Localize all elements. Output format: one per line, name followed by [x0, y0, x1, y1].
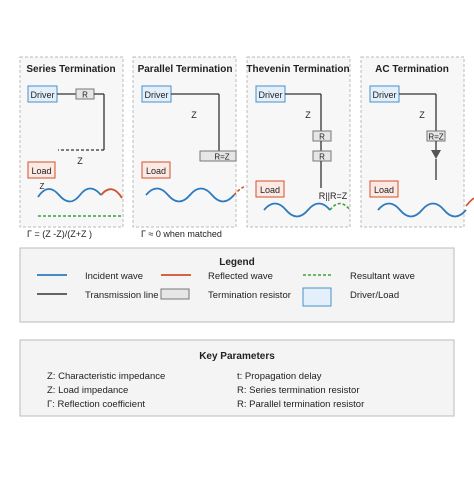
- panel-series-termination: Series Termination Driver R Z Load Z Γ =…: [19, 56, 124, 239]
- driver-label: Driver: [373, 90, 397, 100]
- resistor-label: R=Z: [428, 133, 443, 142]
- incident-wave: [377, 202, 467, 218]
- legend-line-label: Transmission line: [85, 290, 159, 301]
- resultant-wave: [329, 202, 351, 211]
- legend-title: Legend: [219, 257, 255, 268]
- capacitor-arrow-icon: [431, 150, 441, 159]
- panel-frame: [246, 56, 351, 228]
- param-propagation-delay: t: Propagation delay: [237, 371, 322, 382]
- resistor-label: R: [82, 91, 88, 100]
- panel-title: Thevenin Termination: [246, 64, 349, 75]
- legend-resistor-label: Termination resistor: [208, 290, 291, 301]
- reflected-wave: [233, 185, 247, 196]
- params-frame: [19, 339, 455, 417]
- reflection-formula: Γ ≈ 0 when matched: [141, 229, 222, 239]
- thevenin-resistor-top: [312, 130, 332, 142]
- load-impedance-label: Z: [40, 182, 45, 191]
- driver-label: Driver: [259, 90, 283, 100]
- thevenin-resistor-bottom: [312, 150, 332, 162]
- panel-frame: [360, 56, 465, 228]
- panel-ac-termination: AC Termination Driver Z R=Z Load: [360, 56, 474, 228]
- param-characteristic-impedance: Z: Characteristic impedance: [47, 371, 165, 382]
- parallel-resistor: [199, 150, 237, 162]
- panel-thevenin-termination: Thevenin Termination Driver Z R R Load R…: [246, 56, 351, 228]
- incident-wave: [263, 202, 331, 218]
- legend-driver-load-label: Driver/Load: [350, 290, 399, 301]
- legend-resultant-label: Resultant wave: [350, 271, 415, 282]
- panel-title: AC Termination: [375, 64, 449, 75]
- param-load-impedance: Z: Load impedance: [47, 385, 128, 396]
- load-box: [141, 161, 171, 179]
- load-box: [369, 180, 399, 198]
- panel-title: Series Termination: [26, 64, 115, 75]
- incident-wave: [37, 187, 102, 203]
- legend-resistor-swatch: [160, 288, 190, 300]
- key-parameters: Key Parameters Z: Characteristic impedan…: [19, 339, 455, 417]
- driver-label: Driver: [31, 90, 55, 100]
- load-label: Load: [260, 185, 280, 195]
- reflected-wave: [465, 197, 474, 207]
- param-parallel-resistor: R: Parallel termination resistor: [237, 399, 364, 410]
- incident-wave: [145, 187, 235, 203]
- param-series-resistor: R: Series termination resistor: [237, 385, 359, 396]
- panel-parallel-termination: Parallel Termination Driver Z R=Z Load Γ…: [132, 56, 247, 239]
- legend-reflected-label: Reflected wave: [208, 271, 273, 282]
- load-label: Load: [374, 185, 394, 195]
- parallel-combination-label: R||R=Z: [319, 191, 348, 201]
- impedance-label: Z: [419, 110, 425, 120]
- resistor-top-label: R: [319, 133, 325, 142]
- params-title: Key Parameters: [199, 351, 275, 362]
- driver-label: Driver: [145, 90, 169, 100]
- legend-frame: [19, 247, 455, 323]
- panel-title: Parallel Termination: [138, 64, 233, 75]
- reflected-wave: [100, 188, 123, 199]
- resistor-label: R=Z: [214, 153, 229, 162]
- legend-driver-load-swatch: [302, 287, 332, 307]
- load-box: [255, 180, 285, 198]
- legend-incident-label: Incident wave: [85, 271, 143, 282]
- impedance-label: Z: [77, 156, 83, 166]
- load-box: [27, 161, 56, 179]
- panel-frame: [19, 56, 124, 228]
- reflection-formula: Γ = (Z -Z)/(Z+Z ): [27, 229, 92, 239]
- impedance-label: Z: [305, 110, 311, 120]
- legend: Legend Incident wave Reflected wave Resu…: [19, 247, 455, 323]
- load-label: Load: [146, 166, 166, 176]
- impedance-label: Z: [191, 110, 197, 120]
- param-reflection-coefficient: Γ: Reflection coefficient: [47, 399, 145, 410]
- load-label: Load: [31, 166, 51, 176]
- resistor-bottom-label: R: [319, 153, 325, 162]
